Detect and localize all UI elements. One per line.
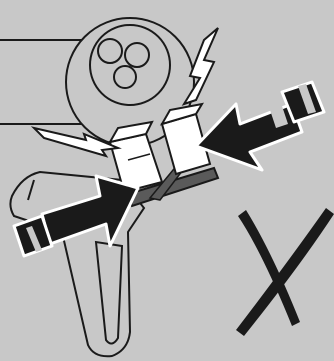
double-clip [108, 102, 212, 194]
cross-mark [236, 208, 334, 336]
spark-upper [181, 27, 219, 106]
vent-holes [97, 38, 150, 89]
spark-left [30, 126, 122, 158]
impact-sparks [30, 27, 219, 158]
arrow-left [12, 174, 140, 258]
tool-head [65, 17, 195, 147]
arrow-right [194, 80, 326, 172]
